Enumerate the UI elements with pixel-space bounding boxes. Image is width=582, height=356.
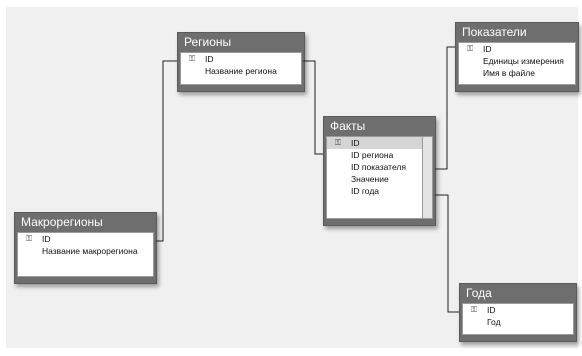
relationship-line-indicators-facts xyxy=(435,46,455,170)
field-list-scrollbar[interactable] xyxy=(423,136,433,219)
field-row[interactable]: Год xyxy=(463,316,573,328)
field-row[interactable]: ⚿ ID xyxy=(181,53,301,65)
field-row[interactable]: ID показателя xyxy=(327,161,422,173)
field-name: Название региона xyxy=(205,66,277,76)
field-row[interactable]: Значение xyxy=(327,173,422,185)
relationship-line-macroregions-regions xyxy=(156,60,177,242)
field-list[interactable]: ⚿ ID ID региона ID показателя Значение I… xyxy=(326,136,423,219)
table-title[interactable]: Года xyxy=(466,286,492,300)
key-icon: ⚿ xyxy=(470,305,478,314)
field-name: ID показателя xyxy=(351,162,406,172)
field-list[interactable]: ⚿ ID Название макрорегиона xyxy=(17,232,154,277)
field-name: Название макрорегиона xyxy=(42,246,138,256)
field-name: ID xyxy=(205,54,214,64)
table-regions[interactable]: Регионы ⚿ ID Название региона xyxy=(177,32,305,92)
field-list[interactable]: ⚿ ID Единицы измерения Имя в файле xyxy=(458,42,576,85)
field-row[interactable]: ID года xyxy=(327,185,422,197)
key-icon: ⚿ xyxy=(188,54,196,63)
field-row-selected[interactable]: ⚿ ID xyxy=(327,137,422,149)
field-name: ID xyxy=(483,44,492,54)
field-row[interactable]: Единицы измерения xyxy=(459,55,575,67)
key-icon: ⚿ xyxy=(466,44,474,53)
relationship-line-years-facts xyxy=(435,194,459,313)
field-name: Имя в файле xyxy=(483,68,535,78)
field-name: Значение xyxy=(351,174,389,184)
table-title[interactable]: Показатели xyxy=(462,25,527,39)
table-macroregions[interactable]: Макрорегионы ⚿ ID Название макрорегиона xyxy=(14,212,157,284)
key-icon: ⚿ xyxy=(25,234,33,243)
field-row[interactable]: Название макрорегиона xyxy=(18,245,153,257)
table-years[interactable]: Года ⚿ ID Год xyxy=(459,283,577,342)
field-row[interactable]: ID региона xyxy=(327,149,422,161)
key-icon: ⚿ xyxy=(334,138,342,147)
field-name: ID региона xyxy=(351,150,394,160)
table-title[interactable]: Макрорегионы xyxy=(21,215,103,229)
field-name: Единицы измерения xyxy=(483,56,564,66)
field-name: ID xyxy=(351,138,360,148)
field-name: ID года xyxy=(351,186,380,196)
field-row[interactable]: ⚿ ID xyxy=(463,304,573,316)
field-row[interactable]: ⚿ ID xyxy=(18,233,153,245)
field-name: Год xyxy=(487,317,501,327)
field-row[interactable]: ⚿ ID xyxy=(459,43,575,55)
field-name: ID xyxy=(42,234,51,244)
field-row[interactable]: Имя в файле xyxy=(459,67,575,79)
relationship-line-regions-facts xyxy=(303,60,323,155)
field-row[interactable]: Название региона xyxy=(181,65,301,77)
field-name: ID xyxy=(487,305,496,315)
table-title[interactable]: Регионы xyxy=(184,35,232,49)
relationship-lines xyxy=(156,46,459,313)
field-list[interactable]: ⚿ ID Название региона xyxy=(180,52,302,85)
table-facts[interactable]: Факты ⚿ ID ID региона ID показателя Знач… xyxy=(323,116,436,226)
field-list[interactable]: ⚿ ID Год xyxy=(462,303,574,335)
table-title[interactable]: Факты xyxy=(330,119,366,133)
table-indicators[interactable]: Показатели ⚿ ID Единицы измерения Имя в … xyxy=(455,22,579,92)
relationship-canvas[interactable]: Регионы ⚿ ID Название региона Показатели… xyxy=(6,7,579,348)
